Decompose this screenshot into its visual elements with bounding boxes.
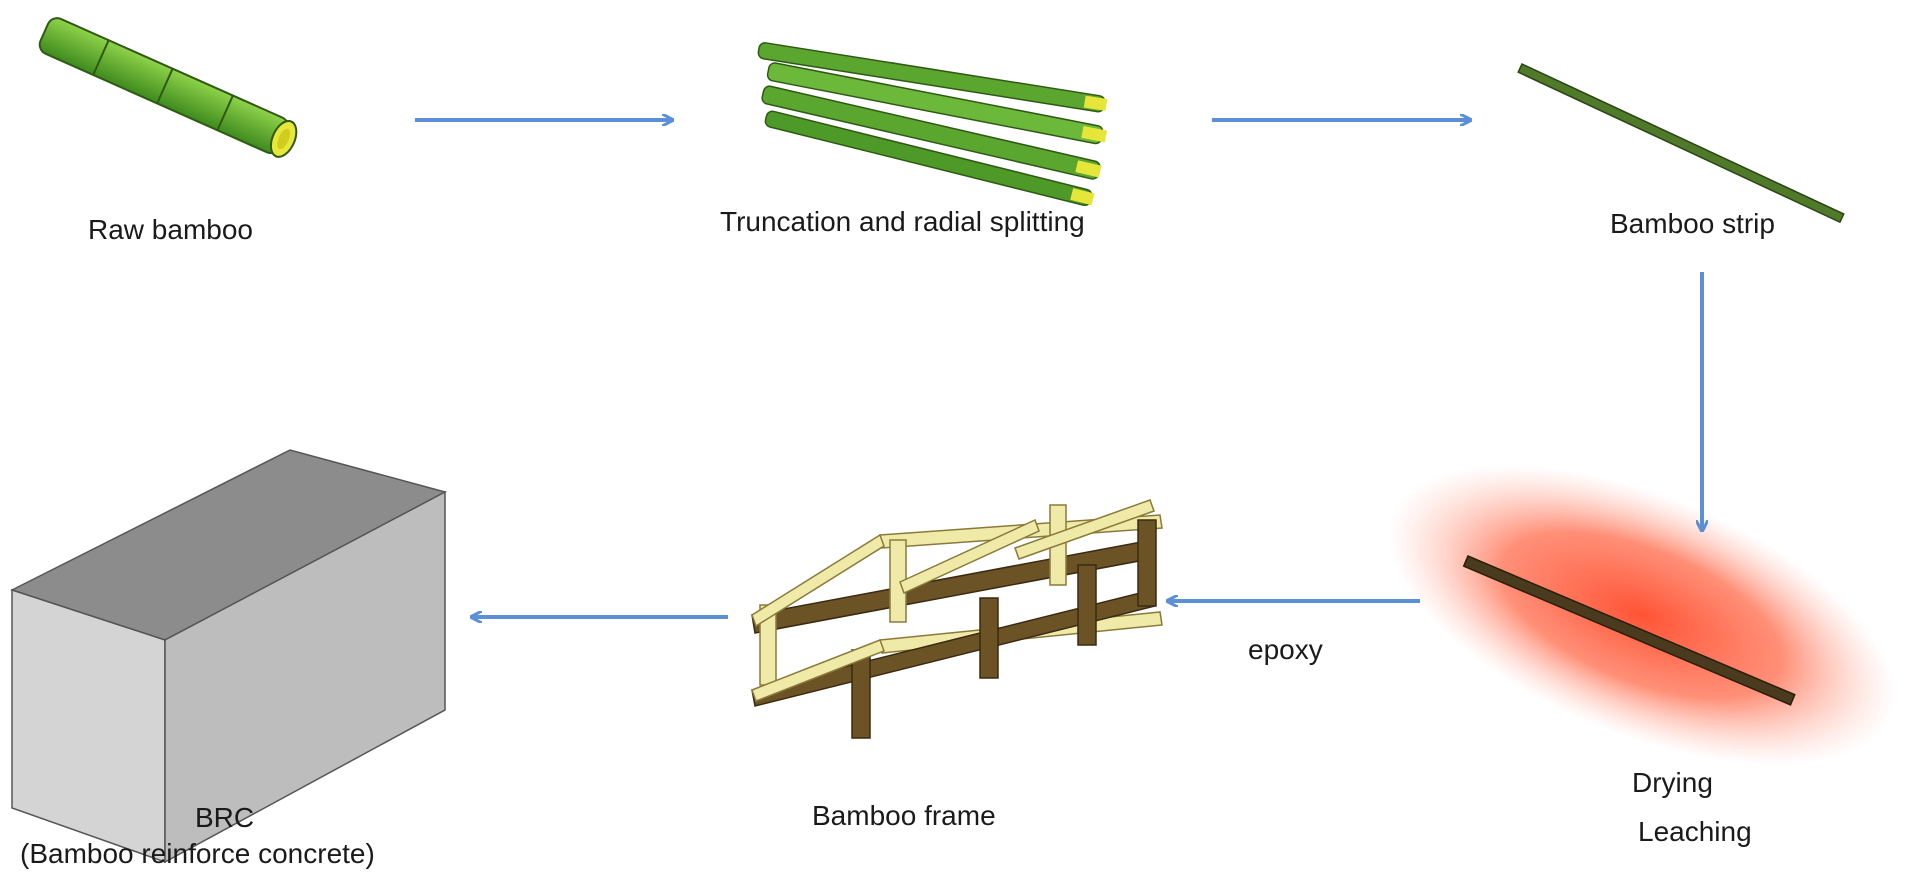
label-brc-sub: (Bamboo reinforce concrete) bbox=[20, 838, 375, 869]
label-raw-bamboo: Raw bamboo bbox=[88, 214, 253, 245]
bamboo-frame-illustration bbox=[751, 499, 1163, 739]
label-epoxy: epoxy bbox=[1248, 634, 1323, 665]
bamboo-strip-illustration bbox=[1517, 63, 1845, 224]
concrete-block-illustration bbox=[10, 449, 448, 864]
split-bamboo-illustration bbox=[757, 42, 1108, 207]
label-bamboo-frame: Bamboo frame bbox=[812, 800, 996, 831]
label-leaching: Leaching bbox=[1638, 816, 1752, 847]
raw-bamboo-illustration bbox=[38, 17, 298, 158]
label-brc: BRC bbox=[195, 802, 255, 833]
label-bamboo-strip: Bamboo strip bbox=[1610, 208, 1775, 239]
drying-illustration bbox=[1387, 464, 1897, 766]
label-drying: Drying bbox=[1632, 767, 1713, 798]
label-splitting: Truncation and radial splitting bbox=[720, 206, 1085, 237]
